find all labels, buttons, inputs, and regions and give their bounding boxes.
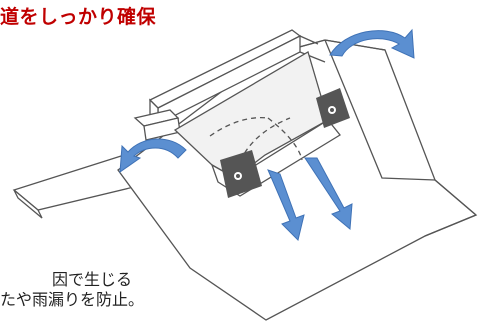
headline: 道をしっかり確保 xyxy=(0,6,157,28)
right-roof-panel xyxy=(117,39,478,321)
caption: 因で生じる たや雨漏りを防止。 xyxy=(0,270,144,310)
caption-line-1: 因で生じる xyxy=(52,270,133,289)
airflow-arrow-left xyxy=(119,138,187,174)
mounting-rail xyxy=(133,29,326,141)
rubber-pads xyxy=(220,88,350,198)
airflow-arrow-top-right xyxy=(329,28,415,59)
caption-line-2: たや雨漏りを防止。 xyxy=(0,290,145,309)
water-drain-arrows xyxy=(267,157,353,241)
